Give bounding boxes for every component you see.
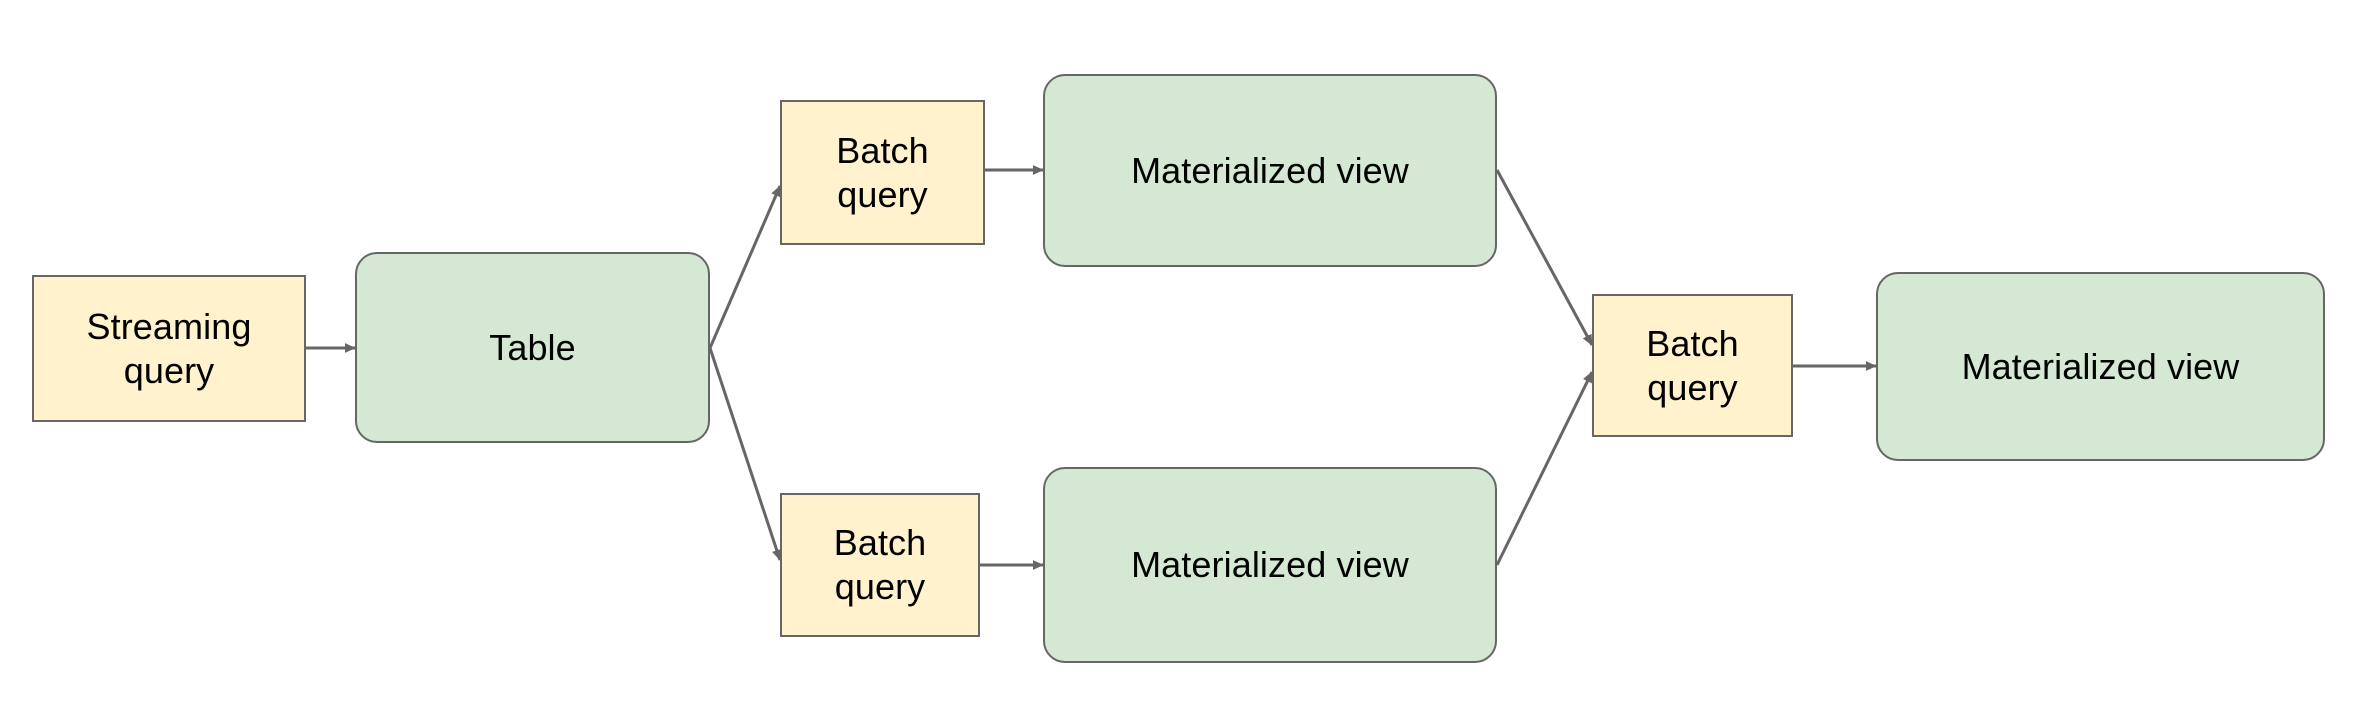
edge-view-bottom-to-batch-merge bbox=[1495, 371, 1594, 566]
node-batch-query-top[interactable]: Batch query bbox=[780, 100, 985, 245]
node-label: Streaming query bbox=[86, 305, 252, 391]
node-materialized-view-top[interactable]: Materialized view bbox=[1043, 74, 1497, 267]
node-table[interactable]: Table bbox=[355, 252, 710, 443]
node-label: Materialized view bbox=[1131, 149, 1409, 191]
node-label: Table bbox=[489, 326, 576, 368]
node-materialized-view-right[interactable]: Materialized view bbox=[1876, 272, 2325, 461]
node-materialized-view-bottom[interactable]: Materialized view bbox=[1043, 467, 1497, 663]
node-batch-query-bottom[interactable]: Batch query bbox=[780, 493, 980, 637]
node-batch-query-merge[interactable]: Batch query bbox=[1592, 294, 1793, 437]
node-label: Materialized view bbox=[1131, 544, 1409, 586]
node-streaming-query[interactable]: Streaming query bbox=[32, 275, 306, 422]
node-label: Batch query bbox=[836, 129, 929, 215]
edge-table-to-batch-bottom bbox=[708, 347, 782, 561]
edge-view-top-to-batch-merge bbox=[1495, 169, 1594, 346]
node-label: Batch query bbox=[1646, 322, 1739, 408]
node-label: Materialized view bbox=[1961, 345, 2240, 387]
node-label: Batch query bbox=[833, 522, 927, 607]
edge-table-to-batch-top bbox=[708, 185, 782, 349]
